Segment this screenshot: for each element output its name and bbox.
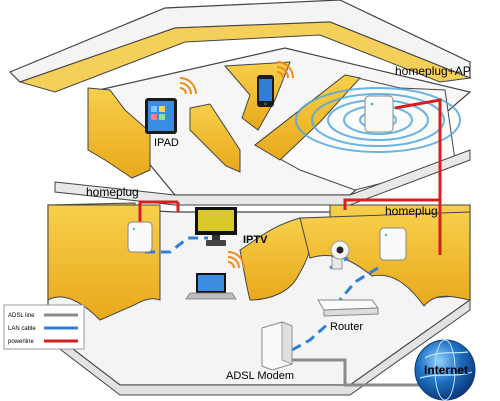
router-label: Router [330, 321, 363, 333]
iptv-label: IPTV [243, 234, 268, 246]
homeplug-right-label: homeplug [385, 204, 438, 218]
homeplug-ap-device [364, 95, 394, 133]
wifi-icon [276, 61, 294, 79]
internet-globe [414, 339, 476, 401]
homeplug-left-device [127, 221, 153, 253]
legend-label-lan: LAN cable [8, 326, 36, 332]
ipad-label: IPAD [154, 137, 179, 149]
powerline-cables [138, 98, 442, 255]
adsl-modem-device [261, 321, 293, 371]
wifi-icon [227, 251, 245, 269]
wifi-icon [179, 77, 197, 95]
router-device [317, 299, 379, 317]
homeplug-right-device [379, 227, 407, 261]
homeplug-left-label: homeplug [86, 185, 139, 199]
adsl-line [290, 358, 420, 387]
roof [8, 0, 472, 93]
iphone-device [257, 75, 274, 107]
lower-floor [47, 202, 471, 396]
legend: ADSL line LAN cable powerline [3, 304, 85, 350]
tv-device [195, 207, 237, 246]
adsl-modem-label: ADSL Modem [226, 370, 294, 382]
legend-label-powerline: powerline [8, 339, 34, 345]
ip-camera-device [330, 240, 350, 270]
laptop-device [185, 273, 237, 300]
homeplug-ap-label: homeplug+AP [395, 64, 471, 78]
legend-label-adsl: ADSL line [8, 313, 35, 319]
internet-label: Internet [424, 363, 468, 377]
ipad-device [145, 98, 177, 134]
